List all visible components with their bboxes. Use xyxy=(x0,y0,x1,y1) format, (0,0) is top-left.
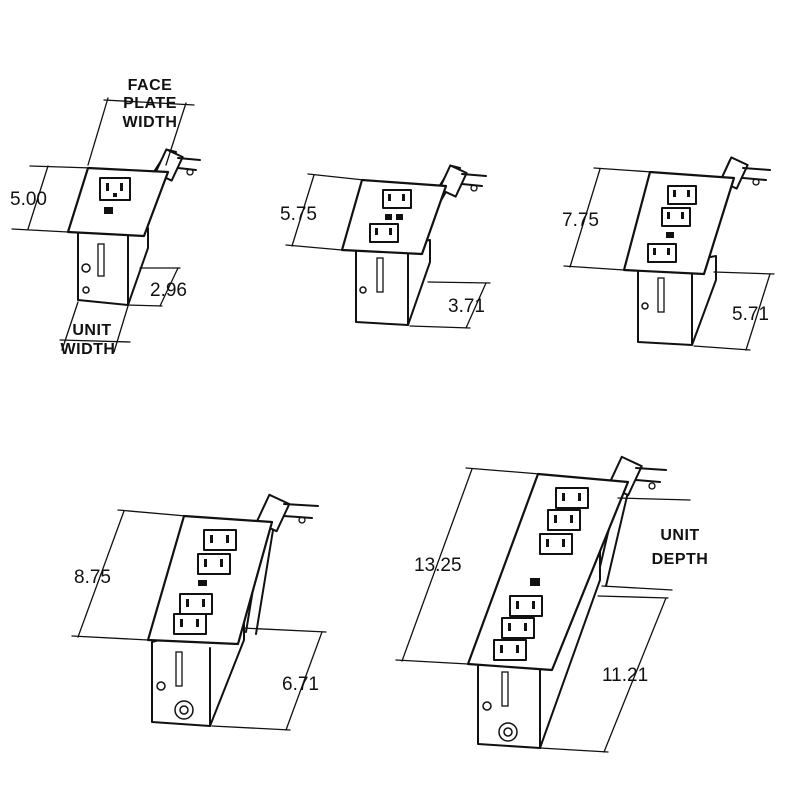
outlet-icon xyxy=(501,617,535,639)
unit-3-box-depth: 5.71 xyxy=(732,304,769,325)
unit-3-plate-height: 7.75 xyxy=(562,210,599,231)
face-plate xyxy=(622,170,736,276)
unit-4-plate-height: 8.75 xyxy=(74,567,111,588)
unit-4-drawing xyxy=(71,493,327,731)
face-plate-width-label-line-1: FACE xyxy=(128,77,173,94)
switch-icon xyxy=(666,232,674,238)
outlet-icon xyxy=(197,553,231,575)
unit-5-box-depth: 11.21 xyxy=(602,665,648,686)
outlet-icon xyxy=(547,509,581,531)
unit-5-plate-height: 13.25 xyxy=(414,555,462,576)
unit-2-box-depth: 3.71 xyxy=(448,296,485,317)
unit-5-drawing xyxy=(395,455,691,753)
face-plate-width-label-line-2: PLATE xyxy=(123,95,177,112)
outlet-icon xyxy=(369,223,399,243)
outlet-icon xyxy=(203,529,237,551)
unit-depth-label-line-2: DEPTH xyxy=(652,551,709,568)
outlet-icon xyxy=(539,533,573,555)
unit-depth-label-line-1: UNIT xyxy=(660,527,699,544)
face-plate xyxy=(340,178,448,256)
unit-1-plate-height: 5.00 xyxy=(10,189,47,210)
outlet-icon xyxy=(647,243,677,263)
unit-2-plate-height: 5.75 xyxy=(280,204,317,225)
outlet-icon xyxy=(99,177,131,214)
unit-1-drawing xyxy=(11,97,201,353)
unit-1-box-depth: 2.96 xyxy=(150,280,187,301)
outlet-icon xyxy=(509,595,543,617)
outlet-icon xyxy=(667,185,697,205)
unit-width-label-line-2: WIDTH xyxy=(61,341,116,358)
unit-3-drawing xyxy=(563,156,775,351)
outlet-icon xyxy=(661,207,691,227)
outlet-icon xyxy=(382,189,412,220)
face-plate xyxy=(66,166,170,238)
face-plate xyxy=(466,472,630,672)
face-plate-width-label-line-3: WIDTH xyxy=(123,114,178,131)
unit-4-box-depth: 6.71 xyxy=(282,674,319,695)
unit-width-label-line-1: UNIT xyxy=(72,322,111,339)
outlet-icon xyxy=(173,613,207,635)
outlet-icon xyxy=(493,639,527,661)
outlet-icon xyxy=(555,487,589,509)
switch-icon xyxy=(198,580,207,586)
unit-2-drawing xyxy=(285,164,491,329)
switch-icon xyxy=(530,578,540,586)
